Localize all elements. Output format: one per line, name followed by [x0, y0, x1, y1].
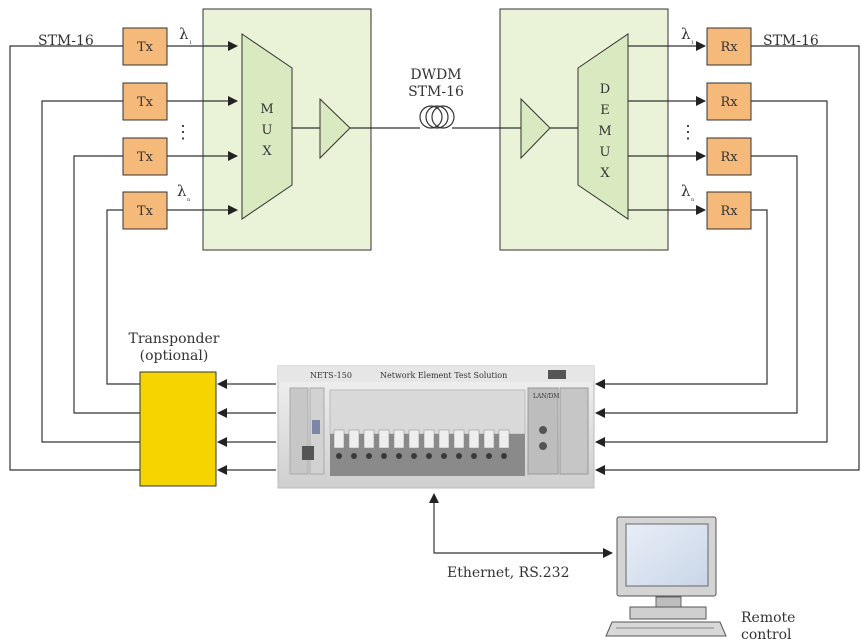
tx-box-4: Tx [122, 191, 168, 230]
rx-box-2: Rx [706, 82, 752, 121]
tx-box-1: Tx [122, 27, 168, 66]
device-name: NETS-150 [310, 371, 352, 380]
demux-block [577, 33, 629, 220]
lambda-1-rx-sub: 1 [691, 40, 694, 46]
rx-label: Rx [720, 40, 738, 55]
demux-label-x: X [600, 166, 610, 181]
transponder-box [139, 371, 217, 487]
port-modules [329, 389, 526, 476]
demux-label-e: E [600, 103, 610, 118]
rx-box-4: Rx [706, 191, 752, 230]
tx-dots: ⋮ [174, 122, 192, 143]
tx-label: Tx [137, 204, 154, 219]
rx-label: Rx [720, 150, 738, 165]
fiber-coil-icon [419, 105, 455, 129]
stm16-right-label: STM-16 [763, 33, 819, 49]
mux-label-x: X [262, 144, 272, 159]
rx-dots: ⋮ [679, 122, 697, 143]
lambda-n-tx-sub: n [187, 197, 191, 203]
remote-control-label: control [741, 627, 792, 643]
rx-label: Rx [720, 204, 738, 219]
computer-icon [605, 516, 727, 637]
tx-label: Tx [137, 150, 154, 165]
dwdm-label: DWDM [410, 67, 461, 83]
demux-label-d: D [600, 82, 610, 97]
lambda-n-rx: λ [681, 182, 691, 200]
rx-group: Rx Rx Rx Rx [628, 27, 752, 230]
rx-box-3: Rx [706, 137, 752, 176]
ethernet-label: Ethernet, RS.232 [447, 565, 569, 581]
demux-label-u: U [600, 145, 611, 160]
lambda-1-tx-sub: 1 [189, 40, 192, 46]
tx-box-3: Tx [122, 137, 168, 176]
stm16-left-label: STM-16 [38, 33, 94, 49]
tx-label: Tx [137, 40, 154, 55]
transponder-label: Transponder [129, 331, 220, 347]
dwdm-stm-label: STM-16 [408, 84, 464, 100]
lambda-1-rx: λ [681, 25, 691, 43]
test-instrument: NETS-150 Network Element Test Solution L… [277, 365, 595, 489]
device-panel-label: LAN/DMP [533, 393, 564, 400]
device-description: Network Element Test Solution [380, 371, 507, 380]
right-loop-lines [595, 45, 860, 475]
remote-label: Remote [741, 610, 795, 626]
mux-block [241, 33, 293, 220]
rx-box-1: Rx [706, 27, 752, 66]
tx-label: Tx [137, 95, 154, 110]
demux-label-m: M [598, 124, 611, 139]
ethernet-link [429, 493, 611, 554]
mux-label-u: U [262, 123, 273, 138]
lambda-n-rx-sub: n [691, 197, 695, 203]
tx-box-2: Tx [122, 82, 168, 121]
lambda-1-tx: λ [179, 25, 189, 43]
testset-to-transponder-arrows [217, 379, 276, 475]
mux-label-m: M [260, 102, 273, 117]
tx-group: Tx Tx Tx Tx [122, 27, 238, 230]
rx-label: Rx [720, 95, 738, 110]
transponder-optional-label: (optional) [140, 348, 209, 364]
left-loop-lines [9, 45, 140, 471]
lambda-n-tx: λ [177, 182, 187, 200]
